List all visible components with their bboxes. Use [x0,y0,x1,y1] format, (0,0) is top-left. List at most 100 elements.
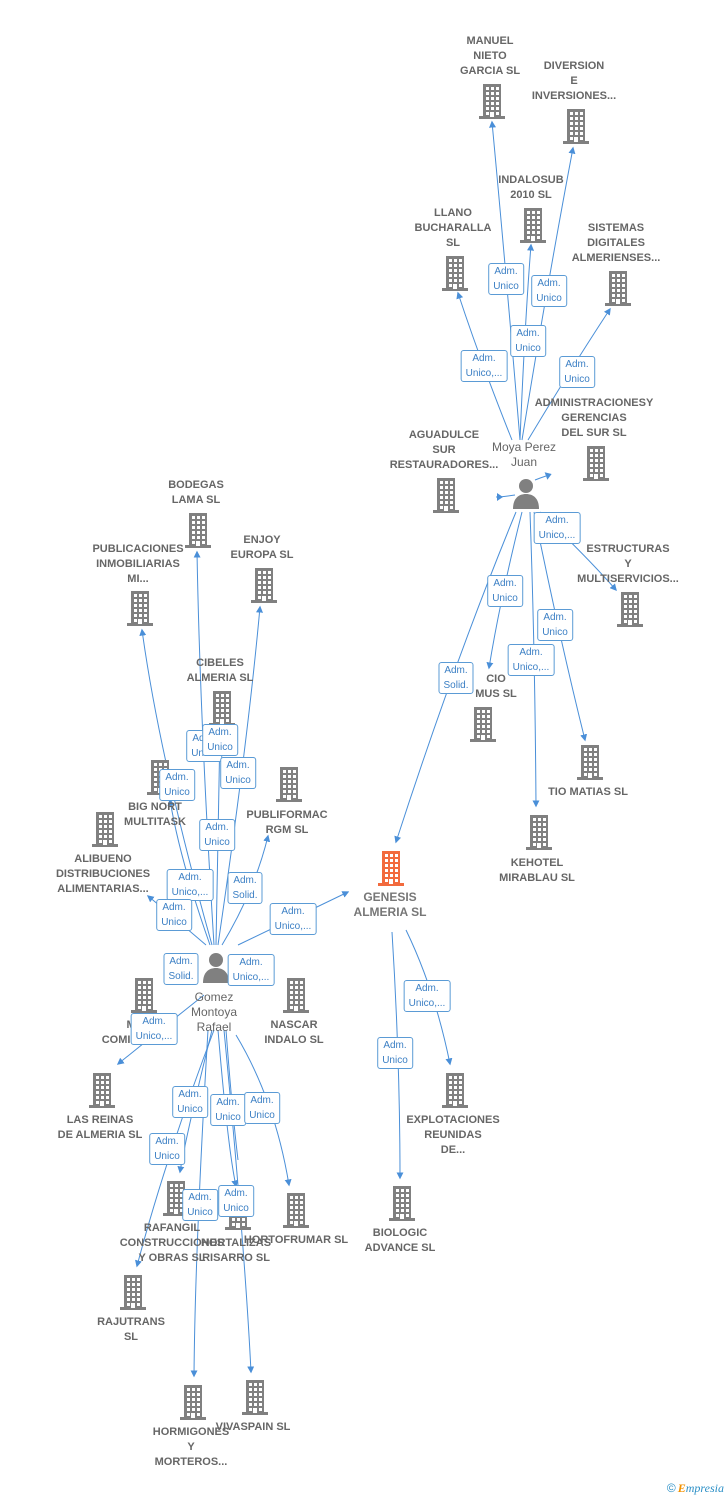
role-tag-line: Unico,... [538,530,576,541]
role-tag[interactable]: Adm.Unico,... [533,512,581,544]
building-icon[interactable] [387,1185,417,1221]
node-label-line: NIETO [473,50,507,62]
role-tag[interactable]: Adm.Unico [487,575,523,607]
building-icon[interactable] [524,814,554,850]
node-label-vivaspain[interactable]: VIVASPAIN SL [216,1420,291,1435]
node-label-tiomatias[interactable]: TIO MATIAS SL [548,785,628,800]
building-icon[interactable] [477,83,507,119]
role-tag[interactable]: Adm.Unico,... [166,869,214,901]
node-label-line: SUR [432,444,456,456]
role-tag[interactable]: Adm.Unico [199,819,235,851]
role-tag[interactable]: Adm.Unico,... [403,980,451,1012]
role-tag[interactable]: Adm.Unico,... [227,954,275,986]
role-tag[interactable]: Adm.Unico,... [460,350,508,382]
building-icon[interactable] [207,690,237,726]
building-icon[interactable] [575,744,605,780]
role-tag[interactable]: Adm.Unico,... [269,903,317,935]
building-icon[interactable] [249,567,279,603]
role-tag[interactable]: Adm.Unico [182,1189,218,1221]
building-icon[interactable] [281,1192,311,1228]
role-tag[interactable]: Adm.Unico [537,609,573,641]
main-company-building-icon[interactable] [376,850,406,886]
building-icon[interactable] [603,270,633,306]
role-tag[interactable]: Adm.Unico [244,1092,280,1124]
building-icon[interactable] [161,1180,191,1216]
role-tag[interactable]: Adm.Solid. [438,662,474,694]
role-tag[interactable]: Adm.Unico [218,1185,254,1217]
node-label-line: GERENCIAS [561,412,627,424]
role-tag-line: Solid. [443,680,469,691]
role-tag[interactable]: Adm.Unico [172,1086,208,1118]
role-tag[interactable]: Adm.Solid. [227,872,263,904]
building-icon[interactable] [440,1072,470,1108]
building-icon[interactable] [615,591,645,627]
role-tag[interactable]: Adm.Unico [202,724,238,756]
role-tag[interactable]: Adm.Unico [559,356,595,388]
node-label-line: MORTEROS... [154,1456,228,1468]
role-tag[interactable]: Adm.Unico [488,263,524,295]
role-tag[interactable]: Adm.Unico [220,757,256,789]
building-icon[interactable] [581,445,611,481]
building-icon[interactable] [90,811,120,847]
node-label-line: Moya Perez [491,440,557,454]
role-tag[interactable]: Adm.Unico [510,325,546,357]
role-tag[interactable]: Adm.Unico [156,899,192,931]
person-icon[interactable] [511,478,541,510]
building-icon[interactable] [281,977,311,1013]
node-label-line: RAJUTRANS [97,1316,165,1328]
role-tag[interactable]: Adm.Solid. [163,953,199,985]
node-label-line: KEHOTEL [510,857,564,869]
building-icon[interactable] [87,1072,117,1108]
building-icon[interactable] [183,512,213,548]
building-icon[interactable] [561,108,591,144]
role-tag[interactable]: Adm.Unico [531,275,567,307]
building-icon[interactable] [178,1384,208,1420]
role-tag-line: Adm. [224,1188,248,1199]
role-tag[interactable]: Adm.Unico [159,769,195,801]
role-tag[interactable]: Adm.Unico [377,1037,413,1069]
building-icon[interactable] [118,1274,148,1310]
building-icon[interactable] [431,477,461,513]
role-tag[interactable]: Adm.Unico [210,1094,246,1126]
building-icon[interactable] [274,766,304,802]
building-icon[interactable] [468,706,498,742]
node-label-hortofrumar[interactable]: HORTOFRUMAR SL [244,1233,348,1248]
role-tag[interactable]: Adm.Unico,... [507,644,555,676]
building-icon[interactable] [240,1379,270,1415]
building-icon[interactable] [440,255,470,291]
role-tag[interactable]: Adm.Unico,... [130,1013,178,1045]
role-tag[interactable]: Adm.Unico [149,1133,185,1165]
person-icon[interactable] [201,952,231,984]
building-icon[interactable] [125,590,155,626]
building-icon[interactable] [129,977,159,1013]
building-icon[interactable] [518,207,548,243]
